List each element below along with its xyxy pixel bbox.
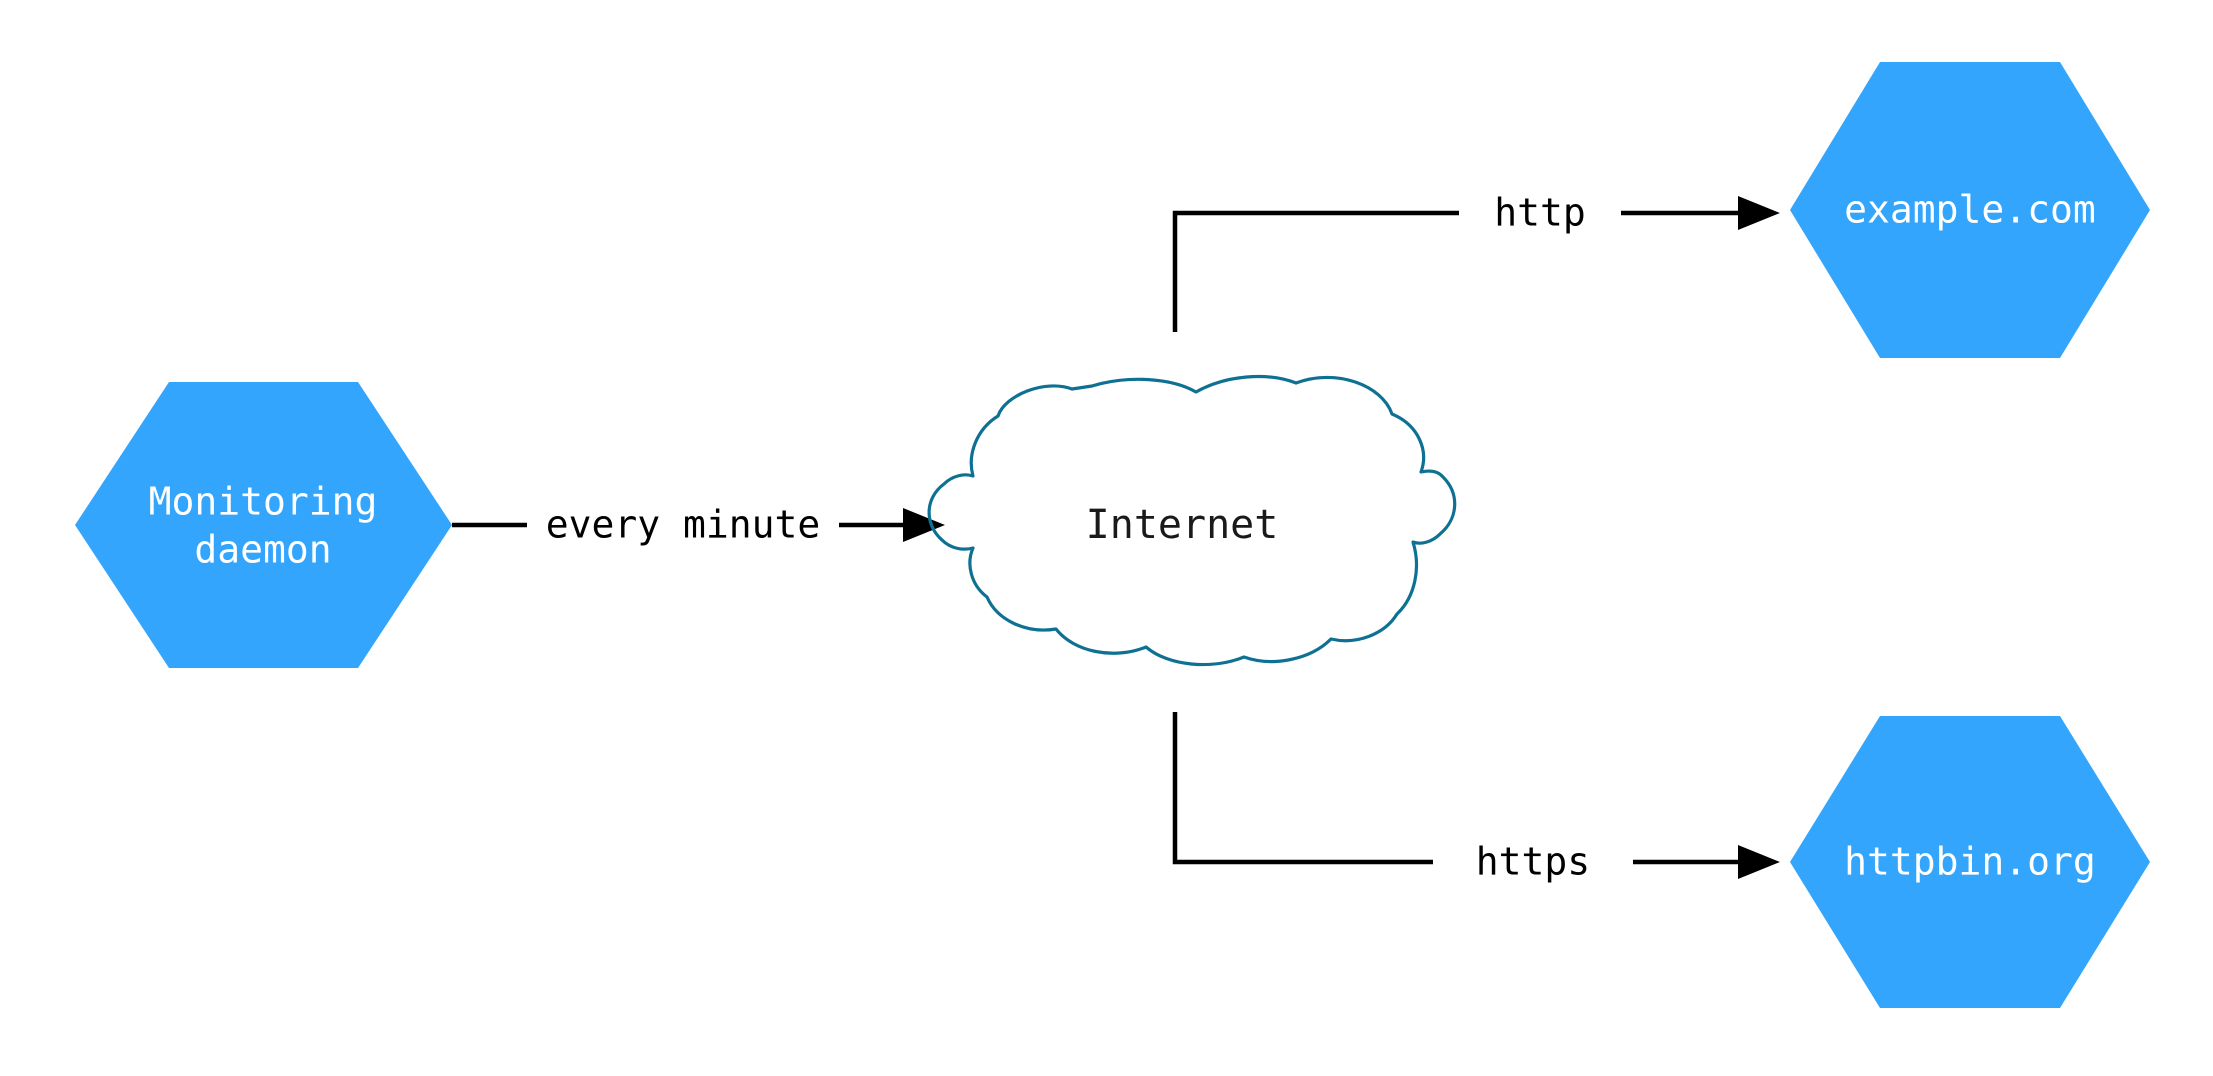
node-label-example-com: example.com (1844, 188, 2096, 232)
hexagon-shape-httpbin-org (1790, 716, 2150, 1008)
arrowhead-icon-to-example (1738, 196, 1780, 230)
edge-label-backdrop-http (1459, 193, 1621, 235)
arrowhead-icon-to-httpbin (1738, 845, 1780, 879)
edge-label-https: https (1476, 840, 1590, 884)
hexagon-shape-monitoring-daemon (75, 382, 452, 668)
edge-daemon-to-internet[interactable]: every minute (452, 503, 945, 548)
edge-line-https (1172, 712, 1738, 865)
hexagon-shape-example-com (1790, 62, 2150, 358)
node-label-monitoring-daemon-line1: Monitoring (149, 480, 378, 524)
node-example-com[interactable]: example.com (1790, 62, 2150, 358)
edge-line-http (1172, 210, 1738, 332)
edge-label-http: http (1494, 191, 1586, 235)
edge-label-every-minute: every minute (546, 503, 821, 547)
cloud-shape-internet (927, 374, 1457, 667)
node-monitoring-daemon[interactable]: Monitoring daemon (75, 382, 452, 668)
edge-label-backdrop-https (1433, 842, 1633, 884)
edge-label-backdrop-every-minute (527, 505, 839, 547)
node-internet[interactable]: Internet (927, 374, 1457, 667)
edge-internet-to-httpbin[interactable]: https (1172, 712, 1780, 884)
node-httpbin-org[interactable]: httpbin.org (1790, 716, 2150, 1008)
node-label-monitoring-daemon-line2: daemon (194, 528, 331, 572)
arrowhead-icon-to-internet (903, 508, 945, 542)
edge-internet-to-example[interactable]: http (1172, 191, 1780, 333)
node-label-httpbin-org: httpbin.org (1844, 840, 2096, 884)
node-label-internet: Internet (1086, 502, 1279, 548)
